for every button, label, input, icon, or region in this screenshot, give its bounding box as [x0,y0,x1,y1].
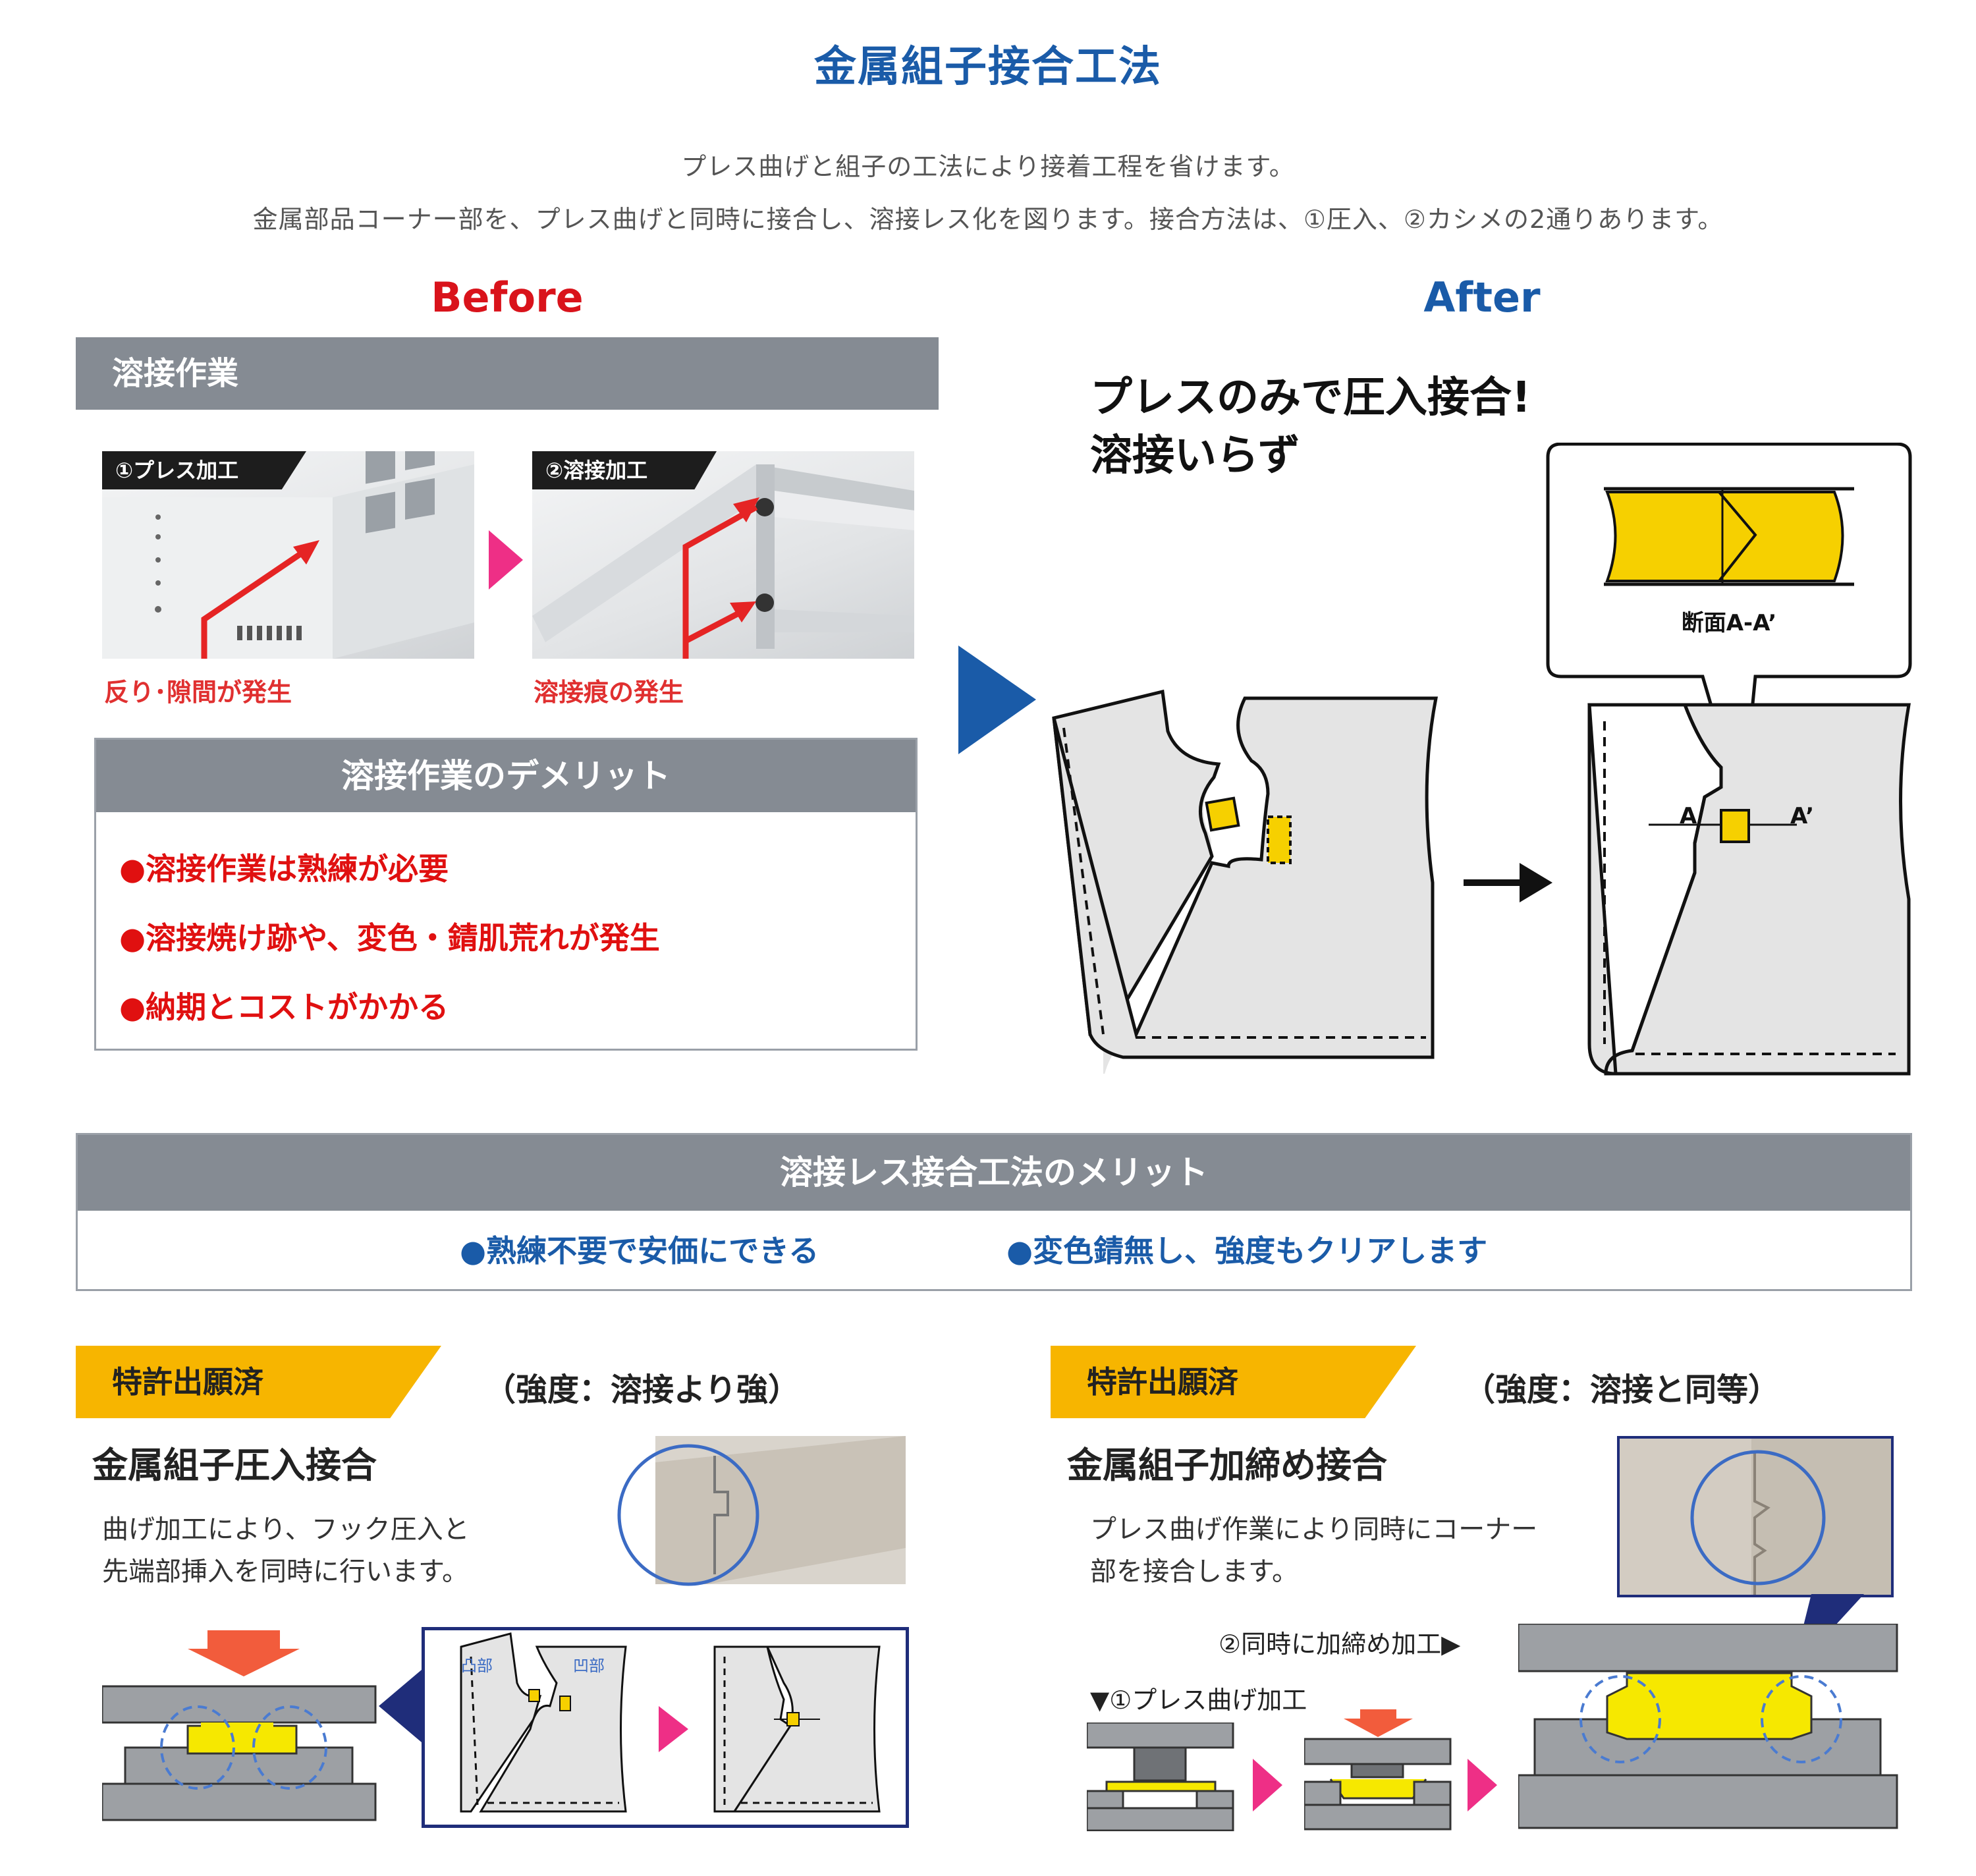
after-heading: After [1423,273,1541,321]
convex-label: 凸部 [461,1657,493,1675]
simultaneous-caulking-label: ②同時に加締め加工▶ [1219,1630,1461,1659]
method2-desc-line1: プレス曲げ作業により同時にコーナー [1090,1514,1538,1545]
press-fit-before-diagram [1052,689,1439,1074]
label-a: A [1680,803,1697,829]
press-fit-detail-illustration: 凸部 凹部 [460,1632,881,1813]
strength-note-1: （強度：溶接より強） [484,1371,800,1408]
label-a-prime: A’ [1790,803,1814,829]
demerit-item: ●溶接作業は熟練が必要 [119,851,449,887]
after-headline: プレスのみで圧入接合! 溶接いらず [1090,369,1531,485]
warp-gap-caption: 反り･隙間が発生 [104,678,292,707]
intro-line-2: 金属部品コーナー部を、プレス曲げと同時に接合し、溶接レス化を図ります。接合方法は… [252,205,1724,234]
method1-title: 金属組子圧入接合 [92,1445,377,1486]
page-title: 金属組子接合工法 [814,43,1162,92]
patent-pending-badge-1: 特許出願済 [76,1346,441,1418]
pink-arrow-icon [489,530,523,590]
joint-photo-illustration [655,1436,906,1584]
demerit-panel: 溶接作業のデメリット ●溶接作業は熟練が必要 ●溶接焼け跡や、変色・錆肌荒れが発… [94,738,918,1051]
demerit-item: ●溶接焼け跡や、変色・錆肌荒れが発生 [119,920,660,956]
method1-desc-line2: 先端部挿入を同時に行います。 [102,1557,468,1587]
demerit-item: ●納期とコストがかかる [119,989,449,1025]
merit-title: 溶接レス接合工法のメリット [78,1135,1910,1211]
intro-line-1: プレス曲げと組子の工法により接着工程を省けます。 [681,152,1295,181]
callout-pointer-icon [379,1670,422,1742]
press-bending-step2-diagram [1304,1709,1452,1831]
method2-description: プレス曲げ作業により同時にコーナー 部を接合します。 [1090,1508,1537,1593]
method1-description: 曲げ加工により、フック圧入と 先端部挿入を同時に行います。 [102,1508,470,1593]
press-process-photo [102,451,474,659]
press-fit-joint-photo [655,1436,906,1584]
method2-desc-line2: 部を接合します。 [1090,1557,1298,1587]
section-label: 断面A-A’ [1682,610,1777,636]
press-fit-die-diagram [102,1630,377,1821]
press-fit-detail-box: 凸部 凹部 [422,1627,909,1828]
merit-panel: 溶接レス接合工法のメリット ●熟練不要で安価にできる ●変色錆無し、強度もクリア… [76,1133,1912,1291]
before-to-after-arrow-icon [958,646,1036,754]
pink-arrow-icon [1253,1759,1282,1811]
concave-label: 凹部 [573,1657,605,1675]
merit-item: ●変色錆無し、強度もクリアします [1006,1233,1488,1269]
after-headline-1: プレスのみで圧入接合! [1090,373,1531,422]
method1-desc-line1: 曲げ加工により、フック圧入と [102,1514,470,1545]
press-box-illustration [102,451,474,659]
weld-mark-caption: 溶接痕の発生 [534,678,684,707]
welding-process-tag: ②溶接加工 [532,451,717,489]
after-headline-2: 溶接いらず [1090,431,1300,480]
demerit-title: 溶接作業のデメリット [96,740,916,812]
press-process-tag: ①プレス加工 [102,451,306,489]
merit-item: ●熟練不要で安価にできる [460,1233,819,1269]
welded-frame-illustration [532,464,914,659]
strength-note-2: （強度：溶接と同等） [1464,1371,1780,1408]
press-fit-after-diagram: A A’ [1587,703,1911,1076]
before-heading: Before [431,273,584,321]
pink-arrow-icon [1468,1759,1497,1811]
caulking-press-diagram [1518,1624,1898,1829]
press-bending-step1-diagram [1087,1723,1234,1831]
caulking-joint-photo [1617,1436,1894,1597]
patent-pending-badge-2: 特許出願済 [1051,1346,1416,1418]
welding-work-bar: 溶接作業 [76,337,939,410]
method2-title: 金属組子加締め接合 [1067,1445,1387,1486]
magnify-circle-icon [617,1444,759,1586]
process-arrow-icon [1464,863,1552,902]
press-bending-label: ▼①プレス曲げ加工 [1090,1686,1307,1715]
caulking-photo-illustration [1620,1439,1891,1595]
